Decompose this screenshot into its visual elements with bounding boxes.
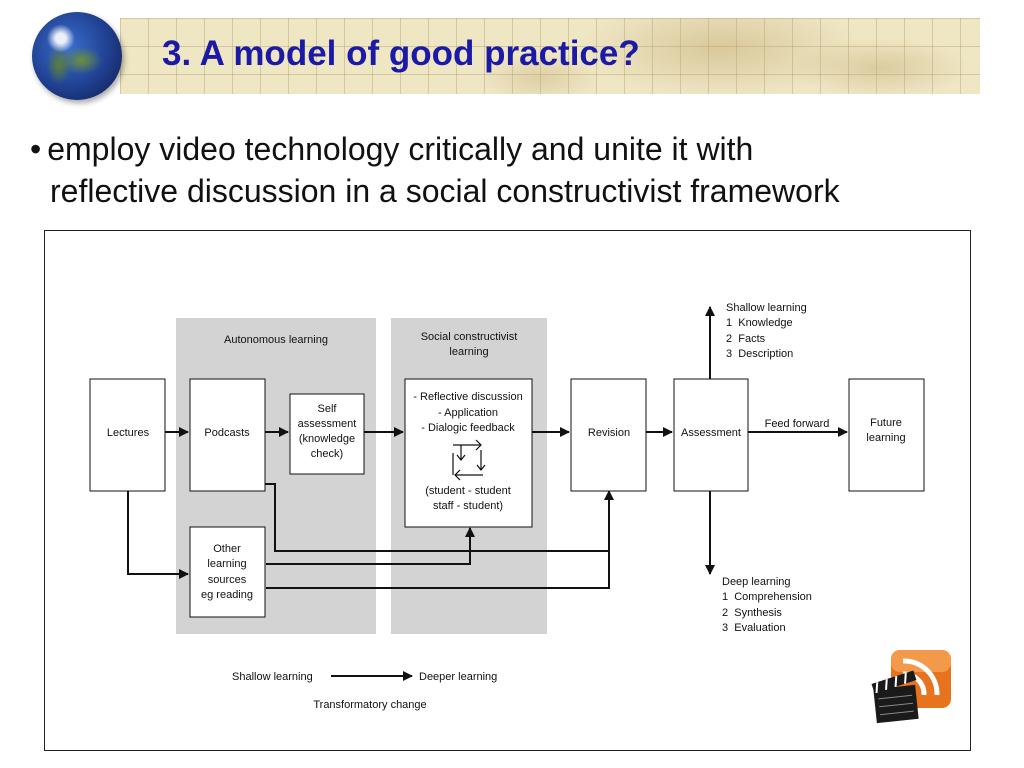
other-sources-to-reflective-arrow bbox=[266, 527, 475, 565]
bullet-point: •employ video technology critically and … bbox=[30, 128, 990, 212]
bullet-line-2: reflective discussion in a social constr… bbox=[50, 173, 840, 209]
reflective-discussion-box bbox=[404, 378, 533, 528]
lectures-label: Lectures bbox=[107, 427, 150, 439]
reflective-line: - Dialogic feedback bbox=[421, 422, 515, 434]
feed-forward-label: Feed forward bbox=[765, 418, 830, 430]
lectures-box bbox=[89, 378, 166, 492]
podcasts-to-revision-arrow bbox=[265, 483, 614, 552]
future-learning-box bbox=[848, 378, 925, 492]
other-sources-label: Other learning sources eg reading bbox=[201, 543, 253, 601]
autonomous-learning-label: Autonomous learning bbox=[224, 334, 328, 346]
self-assessment-box bbox=[289, 393, 365, 475]
social-constructivist-label-2: learning bbox=[449, 346, 488, 358]
legend-caption: Transformatory change bbox=[313, 699, 426, 711]
reflective-line: - Application bbox=[438, 407, 498, 419]
self-assessment-label: Self assessment (knowledge check) bbox=[298, 403, 357, 460]
other-sources-line: learning bbox=[207, 558, 246, 570]
deep-learning-item: 2 Synthesis bbox=[722, 607, 782, 619]
bullet-line-1: employ video technology critically and u… bbox=[47, 131, 754, 167]
revision-label: Revision bbox=[588, 427, 630, 439]
legend-deeper-label: Deeper learning bbox=[419, 671, 497, 683]
reflective-discussion-label: - Reflective discussion - Application - … bbox=[413, 391, 522, 512]
world-map-texture bbox=[120, 18, 980, 94]
self-assessment-line: (knowledge bbox=[299, 433, 355, 445]
assessment-box bbox=[673, 378, 749, 492]
bullet-dot-icon: • bbox=[30, 131, 42, 167]
deep-learning-item: 3 Evaluation bbox=[722, 622, 786, 634]
shallow-learning-item: 2 Facts bbox=[726, 333, 766, 345]
shallow-learning-item: 1 Knowledge bbox=[726, 317, 793, 329]
globe-icon bbox=[32, 12, 122, 100]
other-sources-line: Other bbox=[213, 543, 241, 555]
slide-title: 3. A model of good practice? bbox=[162, 34, 640, 73]
diagram-frame: Autonomous learning Social constructivis… bbox=[44, 230, 971, 751]
learning-model-diagram: Autonomous learning Social constructivis… bbox=[89, 302, 951, 724]
deep-learning-heading: Deep learning bbox=[722, 576, 791, 588]
rss-clapperboard-icon bbox=[871, 650, 951, 724]
shallow-learning-heading: Shallow learning bbox=[726, 302, 807, 314]
lectures-to-other-sources-arrow bbox=[127, 491, 189, 579]
shallow-learning-item: 3 Description bbox=[726, 348, 793, 360]
self-assessment-line: Self bbox=[318, 403, 338, 415]
other-sources-line: eg reading bbox=[201, 589, 253, 601]
reflective-line: (student - student bbox=[425, 485, 511, 497]
assessment-label: Assessment bbox=[681, 427, 741, 439]
legend-shallow-label: Shallow learning bbox=[232, 671, 313, 683]
social-constructivist-label-1: Social constructivist bbox=[421, 331, 518, 343]
other-sources-to-revision-line bbox=[266, 551, 610, 589]
future-learning-line-1: Future bbox=[870, 417, 902, 429]
reflective-line: - Reflective discussion bbox=[413, 391, 522, 403]
deep-learning-item: 1 Comprehension bbox=[722, 591, 812, 603]
reflective-line: staff - student) bbox=[433, 500, 503, 512]
self-assessment-line: check) bbox=[311, 448, 343, 460]
shallow-learning-list: Shallow learning 1 Knowledge 2 Facts 3 D… bbox=[726, 302, 807, 360]
other-sources-box bbox=[189, 526, 266, 618]
dialogic-cycle-icon bbox=[452, 439, 486, 481]
other-sources-line: sources bbox=[208, 574, 247, 586]
future-learning-line-2: learning bbox=[866, 432, 905, 444]
self-assessment-line: assessment bbox=[298, 418, 357, 430]
title-banner bbox=[120, 18, 980, 94]
revision-box bbox=[570, 378, 647, 492]
podcasts-label: Podcasts bbox=[204, 427, 250, 439]
podcasts-box bbox=[189, 378, 266, 492]
deep-learning-list: Deep learning 1 Comprehension 2 Synthesi… bbox=[722, 576, 812, 634]
